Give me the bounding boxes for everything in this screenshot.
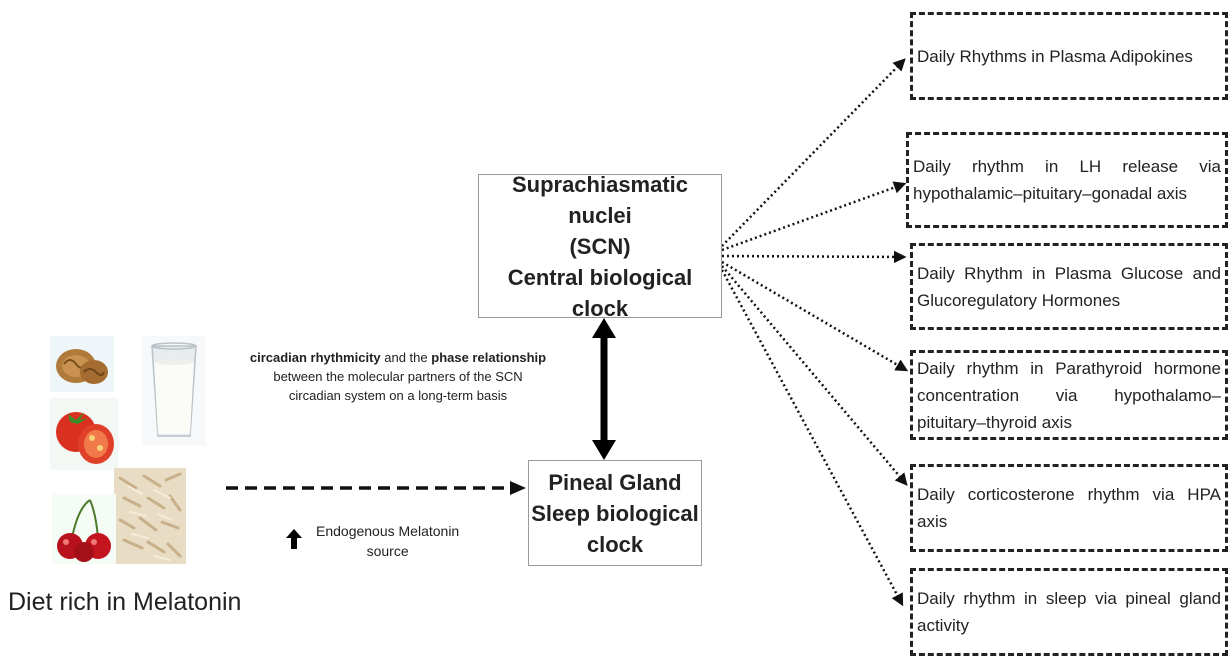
pineal-line-1: Pineal Gland [548, 469, 682, 495]
relationship-text-1: and the [380, 350, 432, 365]
output-text-glucose: Daily Rhythm in Plasma Glucose and Gluco… [917, 263, 1221, 310]
arrow-to-corticosterone [721, 265, 908, 486]
output-box-adipokines: Daily Rhythms in Plasma Adipokines [910, 12, 1228, 100]
milk-glass-icon [142, 336, 206, 451]
relationship-text-2: between the molecular partners of the SC… [273, 369, 523, 403]
scn-line-2: (SCN) [569, 233, 631, 259]
output-box-lh: Daily rhythm in LH release via hypothala… [906, 132, 1228, 228]
scn-line-3: Central biological clock [507, 264, 693, 321]
rice-icon [114, 468, 186, 569]
endogenous-melatonin: Endogenous Melatonin source [286, 521, 459, 561]
relationship-annotation: circadian rhythmicity and the phase rela… [248, 348, 548, 405]
arrow-to-glucose [721, 250, 907, 264]
output-box-sleep: Daily rhythm in sleep via pineal gland a… [910, 568, 1228, 656]
output-box-glucose: Daily Rhythm in Plasma Glucose and Gluco… [910, 243, 1228, 330]
arrow-to-sleep [720, 269, 904, 607]
pineal-line-3: clock [586, 531, 644, 557]
scn-box: Suprachiasmatic nuclei (SCN) Central bio… [478, 172, 722, 321]
output-box-corticosterone: Daily corticosterone rhythm via HPA axis [910, 464, 1228, 552]
tomato-icon [50, 398, 118, 475]
output-text-adipokines: Daily Rhythms in Plasma Adipokines [917, 46, 1193, 66]
output-text-corticosterone: Daily corticosterone rhythm via HPA axis [917, 485, 1221, 531]
output-box-parathyroid: Daily rhythm in Parathyroid hormone conc… [910, 350, 1228, 440]
output-text-sleep: Daily rhythm in sleep via pineal gland a… [917, 589, 1221, 635]
scn-line-1: Suprachiasmatic nuclei [511, 171, 689, 228]
arrow-to-lh [721, 181, 907, 252]
diet-to-pineal-arrow [226, 481, 526, 495]
output-text-lh: Daily rhythm in LH release via hypothala… [913, 157, 1221, 203]
pineal-gland-box: Pineal Gland Sleep biological clock [528, 460, 702, 566]
relationship-bold-2: phase relationship [431, 350, 547, 365]
up-arrow-icon [286, 528, 302, 554]
arrow-to-parathyroid [721, 260, 909, 372]
arrow-to-adipokines [721, 58, 906, 247]
relationship-bold-1: circadian rhythmicity [249, 350, 381, 365]
endogenous-line-2: source [366, 543, 409, 559]
diet-label: Diet rich in Melatonin [8, 588, 242, 616]
endogenous-line-1: Endogenous Melatonin [316, 523, 460, 539]
output-text-parathyroid: Daily rhythm in Parathyroid hormone conc… [917, 358, 1221, 432]
walnut-icon [50, 336, 114, 397]
cherry-icon [52, 494, 116, 569]
pineal-line-2: Sleep biological [531, 500, 699, 526]
bidirectional-arrow [592, 318, 616, 460]
